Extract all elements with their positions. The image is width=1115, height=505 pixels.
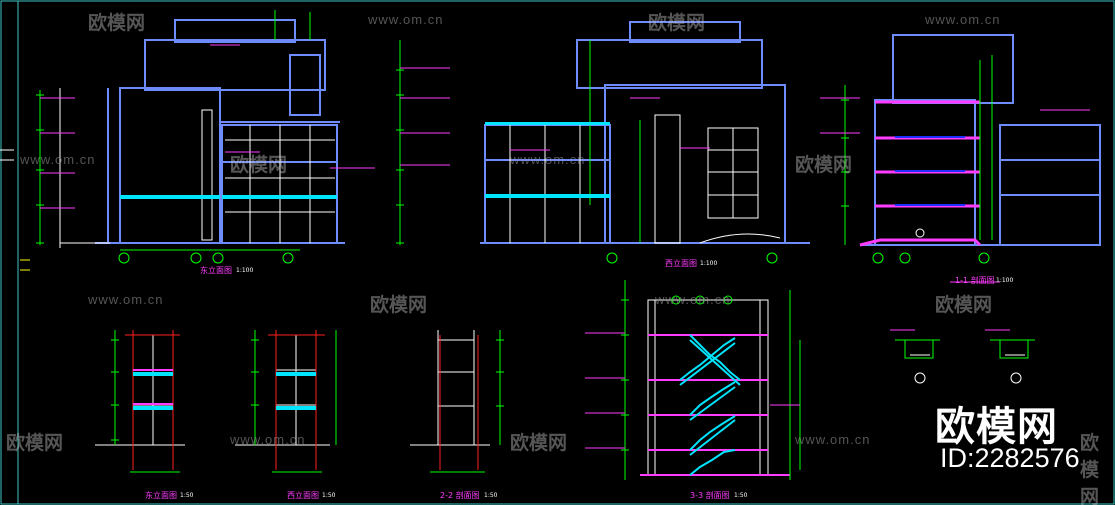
watermark-brand: 欧模网 [648,12,706,34]
section-3-3-drawing [585,280,801,480]
stair-west-elevation-drawing [235,330,337,473]
caption-section-1-1: 1-1 剖面图 [955,276,995,285]
watermark-site: www.om.cn [655,292,731,307]
watermark-brand: 欧模网 [510,432,568,454]
caption-east-elevation: 东立面图 [200,266,232,275]
watermark-brand: 欧模网 [88,12,146,34]
scale-east-elevation: 1:100 [236,267,254,274]
watermark-brand: 欧模网 [935,294,993,316]
caption-section-2-2: 2-2 剖面图 [440,491,480,500]
section-1-1-drawing [820,34,1101,264]
scale-stair-west: 1:50 [322,492,336,499]
watermark-site: www.om.cn [368,12,444,27]
watermark-site: www.om.cn [88,292,164,307]
watermark-brand-large: 欧模网 [935,404,1058,450]
caption-section-3-3: 3-3 剖面图 [690,491,730,500]
watermark-brand: 欧模网 [370,294,428,316]
scale-section-2-2: 1:50 [484,492,498,499]
section-2-2-drawing [410,330,504,473]
scale-west-elevation: 1:100 [700,260,718,267]
caption-stair-west: 西立面图 [287,491,319,500]
watermark-site: www.om.cn [20,152,96,167]
watermark-site: www.om.cn [925,12,1001,27]
scale-section-3-3: 1:50 [734,492,748,499]
scale-stair-east: 1:50 [180,492,194,499]
watermark-brand: 欧模网 [1080,432,1100,505]
scale-section-1-1: 1:100 [996,277,1014,284]
caption-stair-east: 东立面图 [145,491,177,500]
east-elevation-drawing [20,10,375,271]
watermark-site: www.om.cn [230,432,306,447]
watermark-brand: 欧模网 [6,432,64,454]
watermark-brand: 欧模网 [230,154,288,176]
watermark-brand: 欧模网 [795,154,853,176]
watermark-site: www.om.cn [510,152,586,167]
stair-east-elevation-drawing [95,330,185,473]
watermark-site: www.om.cn [795,432,871,447]
model-id-label: ID:2282576 [940,443,1080,473]
caption-west-elevation: 西立面图 [665,259,697,268]
detail-drawings [890,281,1035,384]
west-elevation-drawing [396,21,810,264]
